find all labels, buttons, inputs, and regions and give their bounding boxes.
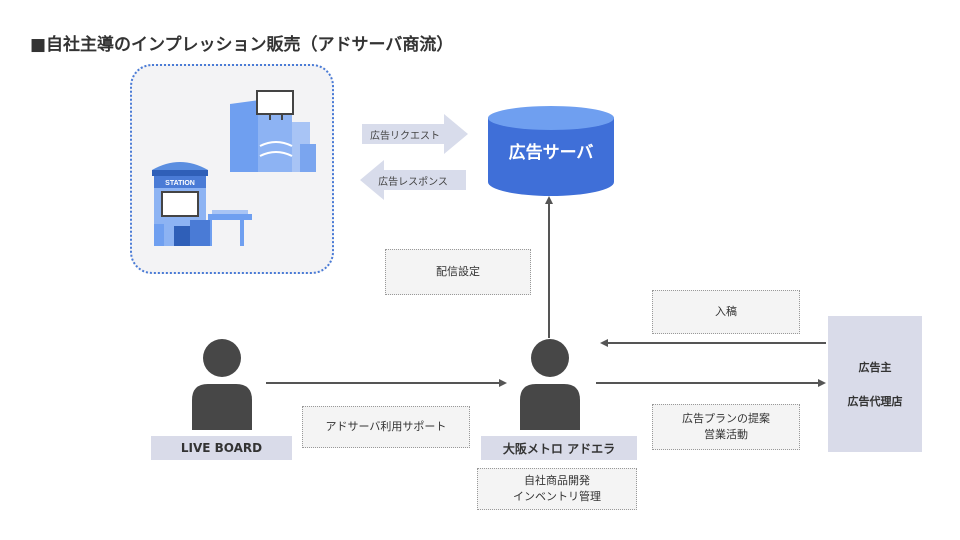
inventory-line1: 自社商品開発 — [524, 474, 590, 487]
station-building-icon: STATION — [152, 162, 252, 246]
ad-server-database-icon — [488, 106, 614, 196]
advertiser-line2: 広告代理店 — [847, 395, 903, 408]
office-building-icon — [230, 90, 316, 172]
osaka-metro-label: 大阪メトロ アドエラ — [481, 436, 637, 460]
response-arrow — [360, 160, 466, 200]
venue-illustration: STATION — [152, 90, 316, 246]
response-arrow-label: 広告レスポンス — [378, 176, 448, 188]
inventory-line2: インベントリ管理 — [513, 490, 601, 503]
inventory-box: 自社商品開発 インベントリ管理 — [477, 468, 637, 510]
ad-server-label: 広告サーバ — [508, 143, 594, 163]
advertiser-line1: 広告主 — [858, 361, 892, 374]
proposal-line2: 営業活動 — [704, 428, 748, 441]
page-title: ■自社主導のインプレッション販売（アドサーバ商流） — [30, 35, 454, 55]
live-board-label: LIVE BOARD — [151, 436, 292, 460]
support-box: アドサーバ利用サポート — [302, 406, 470, 448]
delivery-settings-box: 配信設定 — [385, 249, 531, 295]
station-sign-text: STATION — [165, 180, 195, 187]
proposal-line1: 広告プランの提案 — [682, 412, 770, 425]
request-arrow — [362, 114, 468, 154]
live-board-person-icon — [192, 339, 252, 430]
submission-box: 入稿 — [652, 290, 800, 334]
osaka-metro-person-icon — [520, 339, 580, 430]
request-arrow-label: 広告リクエスト — [370, 130, 440, 142]
advertiser-box: 広告主 広告代理店 — [828, 316, 922, 452]
proposal-box: 広告プランの提案 営業活動 — [652, 404, 800, 450]
request-response-arrows — [360, 114, 468, 200]
